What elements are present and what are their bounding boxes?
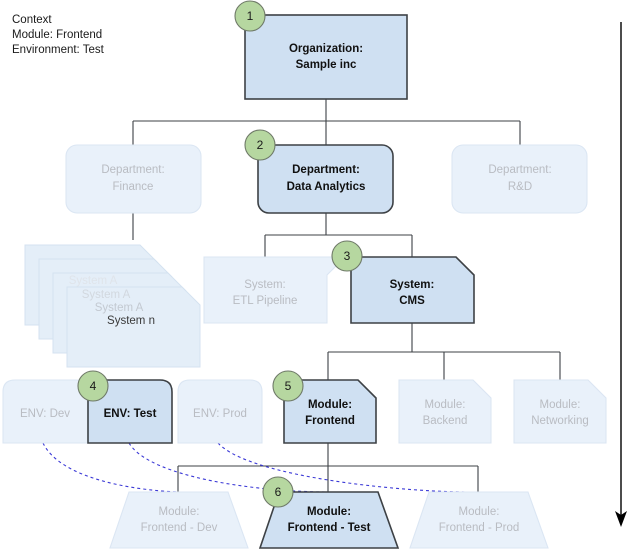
badge-env-test: 4 bbox=[77, 370, 109, 402]
node-env-dev[interactable]: ENV: Dev bbox=[2, 379, 89, 444]
system-etl-label-line1: System: bbox=[244, 279, 286, 291]
module-backend-label-line1: Module: bbox=[425, 399, 466, 411]
env-prod-box[interactable] bbox=[177, 379, 263, 444]
module-frontend-dev-box[interactable] bbox=[109, 491, 249, 549]
system-stack-label-4: System n bbox=[107, 315, 155, 327]
badge-circle-6 bbox=[262, 476, 294, 508]
environment-flow-layer bbox=[42, 442, 479, 493]
node-department-data-analytics[interactable]: Department: Data Analytics bbox=[257, 144, 394, 214]
module-frontend-label-line1: Module: bbox=[308, 399, 352, 411]
node-department-finance[interactable]: Department: Finance bbox=[65, 144, 202, 214]
system-etl-label-line2: ETL Pipeline bbox=[233, 295, 298, 307]
badge-label-3: 3 bbox=[344, 249, 351, 263]
department-rnd-box[interactable] bbox=[451, 144, 588, 214]
node-module-frontend-prod[interactable]: Module: Frontend - Prod bbox=[409, 491, 549, 549]
system-stack-label-1: System A bbox=[69, 275, 118, 287]
system-cms-label-line2: CMS bbox=[399, 295, 425, 307]
badge-label-5: 5 bbox=[285, 379, 292, 393]
context-environment-line: Environment: Test bbox=[12, 44, 105, 56]
node-department-rnd[interactable]: Department: R&D bbox=[451, 144, 588, 214]
module-frontend-label-line2: Frontend bbox=[305, 415, 355, 427]
badge-label-6: 6 bbox=[275, 485, 282, 499]
context-title: Context bbox=[12, 14, 52, 26]
system-stack-layer-4[interactable] bbox=[66, 286, 201, 368]
organization-label-line1: Organization: bbox=[289, 43, 363, 55]
context-legend: Context Module: Frontend Environment: Te… bbox=[12, 14, 105, 56]
module-networking-label-line2: Networking bbox=[531, 415, 589, 427]
env-dev-label: ENV: Dev bbox=[20, 408, 70, 420]
module-backend-label-line2: Backend bbox=[423, 415, 468, 427]
module-frontend-box[interactable] bbox=[283, 379, 377, 444]
organization-box[interactable] bbox=[244, 14, 408, 100]
badge-circle-1 bbox=[234, 0, 266, 32]
module-backend-box[interactable] bbox=[398, 379, 492, 444]
badge-circle-5 bbox=[272, 370, 304, 402]
system-etl-box[interactable] bbox=[203, 256, 347, 324]
context-module-line: Module: Frontend bbox=[12, 29, 102, 41]
env-test-label: ENV: Test bbox=[104, 408, 157, 420]
department-finance-label-line1: Department: bbox=[101, 164, 164, 176]
flow-dev-to-frontend-dev bbox=[42, 442, 179, 493]
badge-circle-3 bbox=[331, 240, 363, 272]
department-finance-box[interactable] bbox=[65, 144, 202, 214]
badge-department-data-analytics: 2 bbox=[244, 129, 276, 161]
connector-layer bbox=[132, 99, 561, 492]
module-frontend-dev-label-line1: Module: bbox=[159, 506, 200, 518]
node-organization[interactable]: Organization: Sample inc bbox=[244, 14, 408, 100]
node-system-etl-pipeline[interactable]: System: ETL Pipeline bbox=[203, 256, 347, 324]
node-system-stack[interactable]: System A System A System A System n bbox=[24, 244, 201, 368]
badge-circle-4 bbox=[77, 370, 109, 402]
department-finance-label-line2: Finance bbox=[113, 181, 154, 193]
node-module-frontend[interactable]: Module: Frontend bbox=[283, 379, 377, 444]
module-networking-box[interactable] bbox=[513, 379, 607, 444]
module-frontend-prod-label-line2: Frontend - Prod bbox=[439, 522, 520, 534]
node-env-prod[interactable]: ENV: Prod bbox=[177, 379, 263, 444]
badge-module-frontend-test: 6 bbox=[262, 476, 294, 508]
axis-arrow-head bbox=[615, 511, 627, 527]
node-module-frontend-test[interactable]: Module: Frontend - Test bbox=[258, 491, 400, 549]
node-module-backend[interactable]: Module: Backend bbox=[398, 379, 492, 444]
vertical-progress-arrow bbox=[615, 22, 627, 527]
badge-label-2: 2 bbox=[257, 138, 264, 152]
department-data-analytics-box[interactable] bbox=[257, 144, 394, 214]
system-cms-label-line1: System: bbox=[390, 279, 435, 291]
organization-label-line2: Sample inc bbox=[296, 59, 357, 71]
module-frontend-prod-box[interactable] bbox=[409, 491, 549, 549]
module-frontend-dev-label-line2: Frontend - Dev bbox=[141, 522, 218, 534]
department-rnd-label-line1: Department: bbox=[488, 164, 551, 176]
department-data-analytics-label-line2: Data Analytics bbox=[287, 181, 366, 193]
flow-prod-to-frontend-prod bbox=[217, 442, 479, 493]
badge-system-cms: 3 bbox=[331, 240, 363, 272]
system-cms-box[interactable] bbox=[350, 256, 475, 324]
badge-circle-2 bbox=[244, 129, 276, 161]
env-prod-label: ENV: Prod bbox=[193, 408, 247, 420]
badge-organization: 1 bbox=[234, 0, 266, 32]
badge-module-frontend: 5 bbox=[272, 370, 304, 402]
node-module-frontend-dev[interactable]: Module: Frontend - Dev bbox=[109, 491, 249, 549]
module-frontend-test-box[interactable] bbox=[258, 491, 400, 549]
system-stack-label-2: System A bbox=[82, 289, 131, 301]
badge-label-1: 1 bbox=[247, 9, 254, 23]
module-frontend-test-label-line1: Module: bbox=[307, 506, 351, 518]
system-stack-label-3: System A bbox=[95, 302, 144, 314]
node-module-networking[interactable]: Module: Networking bbox=[513, 379, 607, 444]
module-networking-label-line1: Module: bbox=[540, 399, 581, 411]
department-rnd-label-line2: R&D bbox=[508, 181, 532, 193]
module-frontend-prod-label-line1: Module: bbox=[459, 506, 500, 518]
department-data-analytics-label-line1: Department: bbox=[292, 164, 360, 176]
badge-label-4: 4 bbox=[90, 379, 97, 393]
flow-test-to-frontend-test bbox=[128, 442, 329, 493]
module-frontend-test-label-line2: Frontend - Test bbox=[288, 522, 371, 534]
node-system-cms[interactable]: System: CMS bbox=[350, 256, 475, 324]
